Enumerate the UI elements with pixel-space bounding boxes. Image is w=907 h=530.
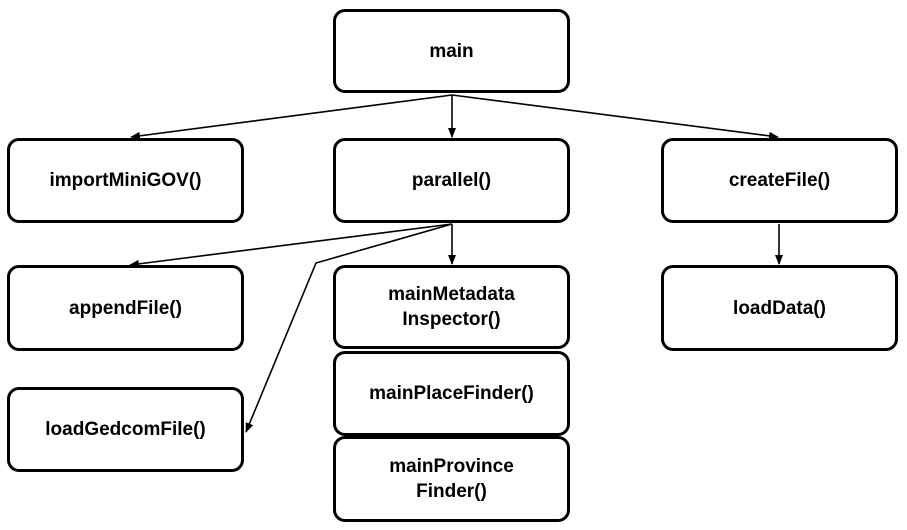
node-mainProvinceFinder-label: mainProvince Finder() [389, 456, 514, 502]
node-mainPlaceFinder: mainPlaceFinder() [333, 351, 570, 436]
node-mainMetadataInspector-label: mainMetadata Inspector() [388, 284, 515, 330]
edge-main-to-importMiniGOV [130, 94, 453, 140]
node-createFile-label: createFile() [728, 170, 831, 191]
node-main-label: main [429, 40, 474, 62]
node-loadData: loadData() [661, 265, 898, 351]
node-main: main [333, 9, 570, 93]
node-appendFile: appendFile() [7, 265, 244, 351]
node-importMiniGOV-label: importMiniGOV() [49, 170, 202, 191]
edge-parallel-to-appendFile [129, 223, 453, 268]
node-mainProvinceFinder: mainProvince Finder() [333, 436, 570, 522]
node-mainMetadataInspector: mainMetadata Inspector() [333, 265, 570, 349]
node-loadData-label: loadData() [733, 297, 826, 319]
edge-parallel-to-loadGedcomFile [245, 223, 453, 433]
edge-main-to-createFile [451, 94, 779, 140]
node-mainPlaceFinder-label: mainPlaceFinder() [369, 383, 534, 404]
node-createFile: createFile() [661, 138, 898, 223]
node-parallel-label: parallel() [411, 170, 492, 191]
node-loadGedcomFile-label: loadGedcomFile() [45, 419, 206, 440]
node-appendFile-label: appendFile() [69, 297, 182, 319]
node-parallel: parallel() [333, 138, 570, 223]
node-loadGedcomFile: loadGedcomFile() [7, 387, 244, 472]
node-importMiniGOV: importMiniGOV() [7, 138, 244, 223]
